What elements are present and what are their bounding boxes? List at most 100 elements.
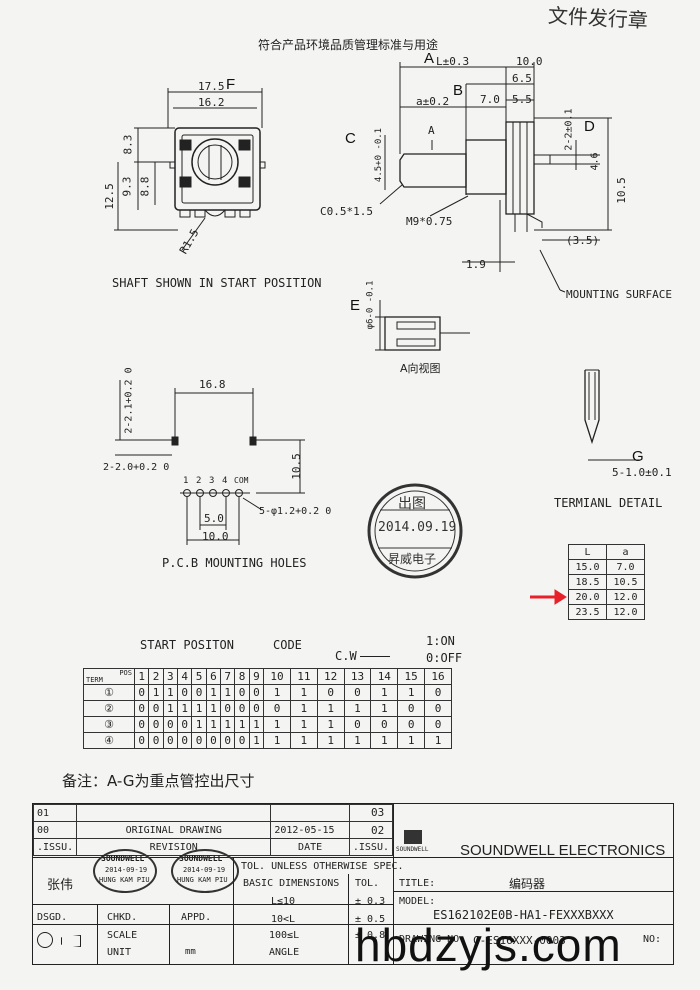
- code-cell: 1: [316, 700, 345, 717]
- dim-pcb-10-5: 10.5: [289, 453, 303, 480]
- code-cell: 0: [162, 716, 179, 733]
- scale-label: SCALE: [107, 930, 138, 941]
- code-cell: 0: [220, 732, 236, 749]
- rev-date: 2012-05-15: [270, 821, 350, 839]
- code-cell: 0: [177, 684, 193, 701]
- tol-header: TOL.: [355, 878, 380, 889]
- watermark: hbdzyjs.com: [355, 919, 622, 971]
- chkd-stamp: [93, 849, 157, 893]
- start-position-label: START POSITON: [140, 638, 234, 652]
- rev-03: 03: [371, 806, 385, 819]
- label-d: D: [584, 118, 595, 135]
- header-l: L: [568, 544, 607, 560]
- label-e: E: [350, 297, 361, 314]
- label-c: C: [345, 130, 356, 147]
- code-cell: 0: [191, 684, 207, 701]
- stamp-date-1: 2014-09-19: [105, 866, 148, 874]
- a-view-caption: A向视图: [400, 362, 441, 375]
- dim-17-5: 17.5: [198, 80, 225, 93]
- code-cell: 1: [191, 716, 207, 733]
- code-cell: 0: [424, 700, 452, 717]
- code-cell: 0: [177, 732, 193, 749]
- tol-label: TOL. UNLESS OTHERWISE SPEC.: [241, 861, 404, 872]
- code-cell: 0: [424, 716, 452, 733]
- code-cell: 0: [424, 684, 452, 701]
- code-cell: 1: [191, 700, 207, 717]
- code-cell: 1: [248, 732, 265, 749]
- dim-3-5: (3.5): [566, 234, 600, 247]
- date-header: DATE: [270, 838, 350, 856]
- code-cell: 1: [397, 732, 426, 749]
- dim-1-9: 1.9: [466, 258, 486, 271]
- divider: [33, 857, 673, 858]
- no-header: NO:: [643, 934, 662, 945]
- rev-01: 01: [32, 804, 78, 822]
- code-cell: 0: [177, 716, 193, 733]
- company-logo-icon: [404, 830, 422, 844]
- note-text: 备注：A-G为重点管控出尺寸: [62, 772, 255, 790]
- company-box: SOUNDWELL SOUNDWELL ELECTRONICS: [393, 804, 674, 859]
- stamp-sub-2: HUNG KAM PIU: [177, 876, 228, 884]
- pcb-holes-outline: [115, 380, 305, 545]
- cw-label: C.W: [335, 649, 357, 663]
- projection-cone-icon: [61, 935, 81, 947]
- pos-header-9: 9: [248, 668, 265, 685]
- stamp-bottom: 昇威电子: [388, 552, 437, 566]
- cell: 23.5: [568, 604, 607, 620]
- pos-header-1: 1: [133, 668, 150, 685]
- dim-l: L±0.3: [436, 55, 470, 68]
- cell: 15.0: [568, 559, 607, 575]
- title-header: TITLE:: [399, 878, 436, 889]
- model-value: ES162102E0B-HA1-FEXXXBXXX: [433, 908, 614, 922]
- code-cell: 1: [263, 684, 291, 701]
- tol-value-3: ± 0.8: [355, 930, 386, 941]
- cell: 10.5: [606, 574, 645, 590]
- code-cell: 1: [248, 716, 265, 733]
- code-cell: 0: [397, 700, 426, 717]
- label-a: A: [424, 50, 435, 67]
- code-cell: 1: [177, 700, 193, 717]
- code-cell: 0: [220, 700, 236, 717]
- issu-label: .ISSU.: [32, 838, 78, 856]
- code-cell: 0: [248, 700, 265, 717]
- pos-header-3: 3: [162, 668, 179, 685]
- code-cell: 0: [133, 716, 150, 733]
- dim-8-8: 8.8: [138, 176, 152, 197]
- title-value: 编码器: [509, 877, 546, 891]
- pin-com: COM: [234, 476, 249, 485]
- side-view-outline: [379, 62, 612, 293]
- dim-4-5: 4.5+0 -0.1: [374, 127, 385, 183]
- code-cell: 1: [263, 716, 291, 733]
- code-cell: 1: [162, 700, 179, 717]
- dim-pcb-10-0: 10.0: [202, 530, 229, 543]
- dim-12-5: 12.5: [102, 183, 116, 210]
- appd-label: APPD.: [181, 912, 212, 923]
- pos-header: POS: [119, 669, 132, 677]
- code-cell: 0: [263, 700, 291, 717]
- term-cell: ①: [83, 684, 135, 701]
- code-cell: 1: [148, 684, 164, 701]
- label-g: G: [632, 448, 644, 465]
- code-cell: 1: [343, 700, 372, 717]
- stamp-sub-1: HUNG KAM PIU: [99, 876, 150, 884]
- table-header-row: L a: [568, 544, 645, 560]
- company-name: SOUNDWELL ELECTRONICS: [460, 842, 666, 859]
- tol-value-2: ± 0.5: [355, 914, 386, 925]
- terminal-caption: TERMIANL DETAIL: [554, 496, 663, 510]
- dim-16-2: 16.2: [198, 96, 225, 109]
- code-cell: 0: [148, 716, 164, 733]
- cell: 12.0: [606, 589, 645, 605]
- logo-text: SOUNDWELL: [396, 846, 429, 853]
- pin-3: 3: [209, 476, 215, 486]
- code-cell: 1: [234, 716, 250, 733]
- term-header: TERM: [86, 676, 103, 684]
- pos-header-16: 16: [424, 668, 452, 685]
